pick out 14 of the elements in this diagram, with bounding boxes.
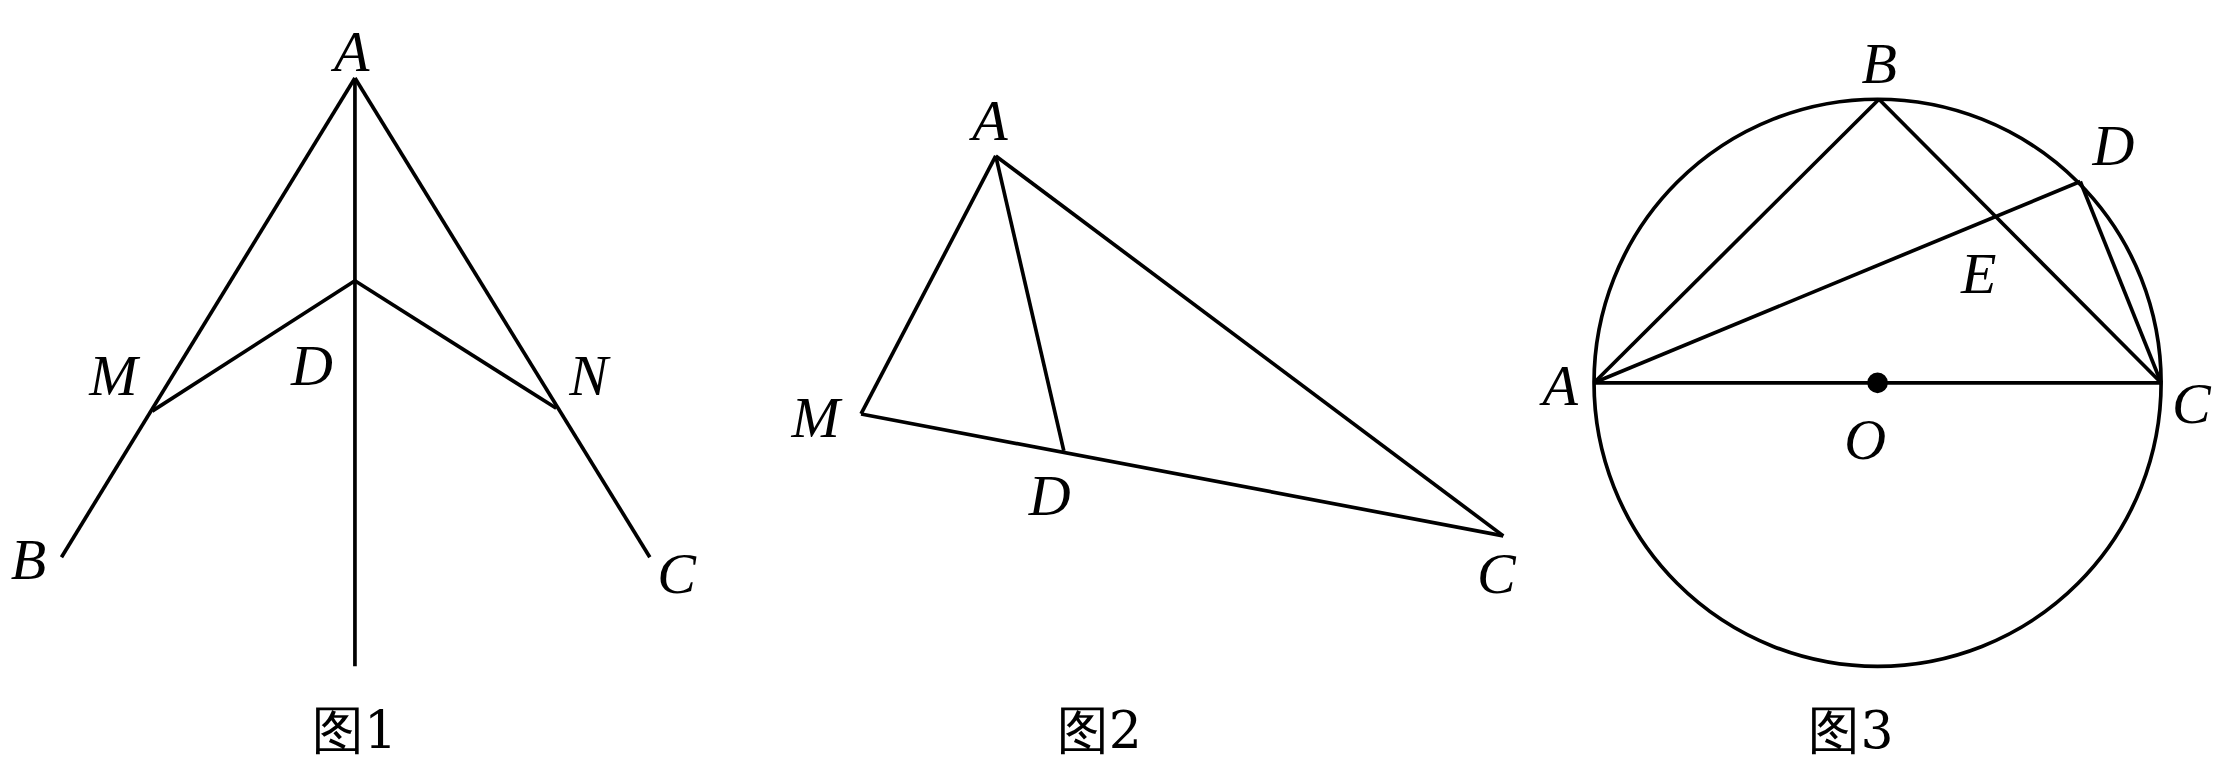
point-label: B — [10, 531, 47, 590]
figure-caption: 图1 — [312, 704, 398, 757]
point-label: C — [657, 545, 696, 604]
point-label: M — [89, 346, 138, 405]
figure-caption: 图2 — [1056, 704, 1142, 757]
point-label: B — [1861, 34, 1898, 93]
point-label: D — [1028, 467, 1071, 526]
point-label: D — [2092, 117, 2135, 176]
figure-caption: 图3 — [1808, 704, 1894, 757]
point-label: E — [1960, 244, 1997, 303]
point-label: C — [1477, 545, 1516, 604]
point-label: O — [1844, 410, 1887, 469]
point-label: D — [291, 336, 333, 395]
point-label: C — [2172, 375, 2211, 434]
